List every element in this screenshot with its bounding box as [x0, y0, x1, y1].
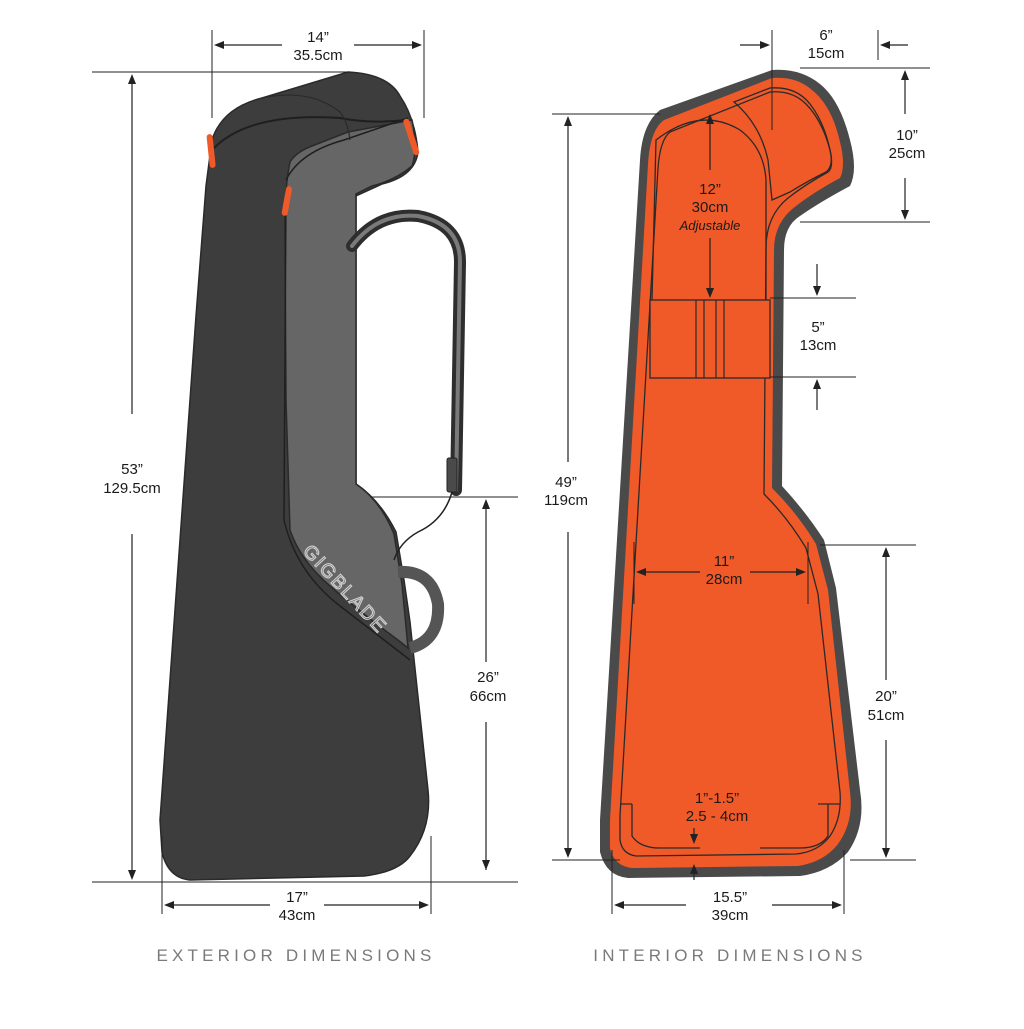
carry-handle[interactable] [346, 209, 467, 496]
interior-body-width-imperial: 11” [714, 553, 735, 570]
interior-bottom-width-imperial: 15.5” [713, 889, 747, 906]
interior-headstock-width-metric: 15cm [808, 45, 845, 62]
interior-total-length-metric: 119cm [544, 492, 588, 509]
exterior-bottom-width-metric: 43cm [279, 907, 316, 924]
interior-neck-support-metric: 13cm [800, 337, 837, 354]
exterior-length-metric: 129.5cm [103, 480, 161, 497]
interior-stitch-line [619, 91, 841, 857]
interior-body-length-imperial: 20” [875, 688, 897, 705]
exterior-dimension-lines [92, 30, 518, 914]
neck-support-block [649, 299, 771, 379]
interior-lining [610, 77, 851, 868]
interior-headstock-width-imperial: 6” [819, 27, 832, 44]
neck-channel [651, 119, 767, 301]
exterior-case: GIGBLADE [159, 71, 467, 881]
headstock-pocket [732, 87, 832, 201]
exterior-zipper-seam [213, 116, 407, 149]
handle-buckle [446, 457, 458, 493]
interior-dimension-lines [552, 30, 930, 914]
zipper-pull[interactable] [281, 186, 292, 217]
side-grip-ring[interactable] [397, 565, 445, 654]
exterior-caption: EXTERIOR DIMENSIONS [156, 946, 435, 965]
bottom-pad-right [760, 804, 829, 849]
exterior-bottom-width-imperial: 17” [286, 889, 308, 906]
interior-headstock-length-metric: 25cm [889, 145, 926, 162]
exterior-length-imperial: 53” [121, 461, 143, 478]
exterior-zipper-seam [285, 117, 409, 181]
interior-caption: INTERIOR DIMENSIONS [593, 946, 866, 965]
exterior-front-panel [284, 119, 416, 650]
interior-neck-length-note: Adjustable [679, 218, 741, 233]
interior-dimension-labels: 6” 15cm 10” 25cm 12” 30cm Adjustable 5” … [544, 27, 925, 965]
exterior-body-length-metric: 66cm [470, 688, 507, 705]
interior-total-length-imperial: 49” [555, 474, 577, 491]
interior-neck-support-imperial: 5” [811, 319, 824, 336]
exterior-top-curve [261, 94, 351, 141]
interior-neck-length-metric: 30cm [692, 199, 729, 216]
bottom-pad-left [631, 804, 700, 849]
zipper-pull[interactable] [403, 118, 420, 156]
carry-handle-inner [350, 213, 463, 492]
handle-cord [393, 491, 453, 561]
interior-padding-metric: 2.5 - 4cm [686, 808, 749, 825]
exterior-zipper-seam [283, 189, 411, 661]
exterior-width-imperial: 14” [307, 29, 329, 46]
exterior-width-metric: 35.5cm [293, 47, 342, 64]
interior-headstock-length-imperial: 10” [896, 127, 918, 144]
exterior-dimension-labels: 14” 35.5cm 53” 129.5cm 26” 66cm 17” 43cm… [103, 29, 506, 965]
exterior-body-length-imperial: 26” [477, 669, 499, 686]
interior-padding-imperial: 1”-1.5” [695, 790, 739, 807]
interior-bottom-width-metric: 39cm [712, 907, 749, 924]
interior-neck-length-imperial: 12” [699, 181, 721, 198]
interior-case [600, 69, 862, 879]
zipper-pull[interactable] [206, 134, 216, 168]
interior-body-length-metric: 51cm [868, 707, 905, 724]
interior-body-width-metric: 28cm [706, 571, 743, 588]
